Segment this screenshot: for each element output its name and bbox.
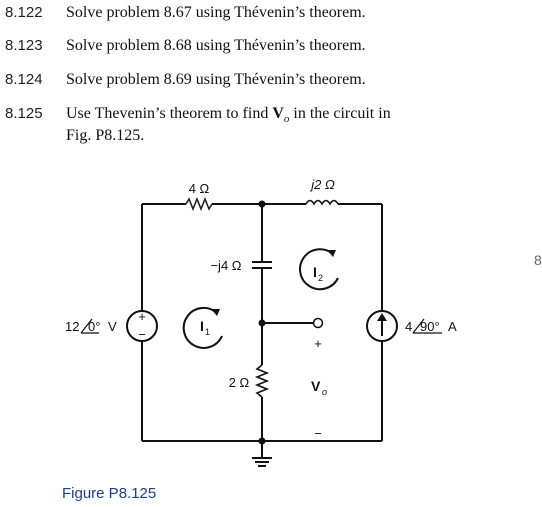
- label-neg-j4-ohm: −j4 Ω: [210, 258, 241, 273]
- label-4-ohm: 4 Ω: [189, 181, 210, 196]
- problem-text: Solve problem 8.67 using Thévenin’s theo…: [66, 4, 366, 21]
- svg-text:4: 4: [405, 319, 412, 334]
- junction-dot-top: [258, 200, 266, 208]
- svg-text:90°: 90°: [420, 319, 440, 334]
- voltage-source: [126, 310, 158, 342]
- edge-mark: 8: [534, 252, 542, 268]
- output-minus: −: [314, 426, 322, 441]
- problem-text: Solve problem 8.68 using Thévenin’s theo…: [66, 37, 366, 54]
- loop-arrow-i2-icon: [299, 248, 339, 291]
- problem-text: Solve problem 8.69 using Thévenin’s theo…: [66, 71, 366, 88]
- svg-text:V: V: [108, 319, 117, 334]
- label-j2-ohm: j2 Ω: [309, 177, 335, 192]
- problem-number: 8.122: [5, 4, 43, 21]
- svg-text:2: 2: [318, 273, 323, 283]
- label-i2: I 2: [313, 264, 323, 283]
- svg-text:0°: 0°: [88, 319, 100, 334]
- voltage-source-minus: −: [138, 327, 146, 342]
- junction-dot-mid: [258, 319, 266, 327]
- label-isource: 4 90° A: [405, 318, 457, 334]
- inductor-j2-ohm: [305, 199, 339, 206]
- svg-text:I: I: [200, 318, 204, 334]
- svg-text:I: I: [313, 264, 317, 280]
- label-vsource: 12 0° V: [65, 318, 117, 334]
- junction-dot-bottom: [258, 437, 266, 445]
- svg-text:o: o: [322, 387, 327, 397]
- resistor-2-ohm: [254, 364, 270, 398]
- problem-number: 8.123: [5, 37, 43, 54]
- label-i1: I 1: [200, 318, 210, 337]
- vo-variable: V: [272, 105, 284, 122]
- svg-text:1: 1: [205, 327, 210, 337]
- problem-text: Use Thevenin’s theorem to find Vo in the…: [66, 105, 391, 126]
- output-terminal: [312, 317, 324, 329]
- output-plus: +: [314, 336, 322, 351]
- label-2-ohm: 2 Ω: [229, 375, 250, 390]
- problem-number: 8.125: [5, 105, 43, 122]
- svg-text:A: A: [448, 319, 457, 334]
- problem-number: 8.124: [5, 71, 43, 88]
- svg-text:12: 12: [65, 319, 79, 334]
- current-arrow-icon: [377, 313, 387, 321]
- problem-text-line2: Fig. P8.125.: [66, 127, 145, 144]
- figure-caption: Figure P8.125: [62, 485, 157, 502]
- label-vo: V o: [311, 378, 327, 397]
- resistor-4-ohm: [185, 196, 213, 212]
- svg-text:V: V: [311, 378, 321, 394]
- voltage-source-plus: +: [138, 309, 146, 324]
- loop-arrow-i1-icon: [182, 306, 223, 349]
